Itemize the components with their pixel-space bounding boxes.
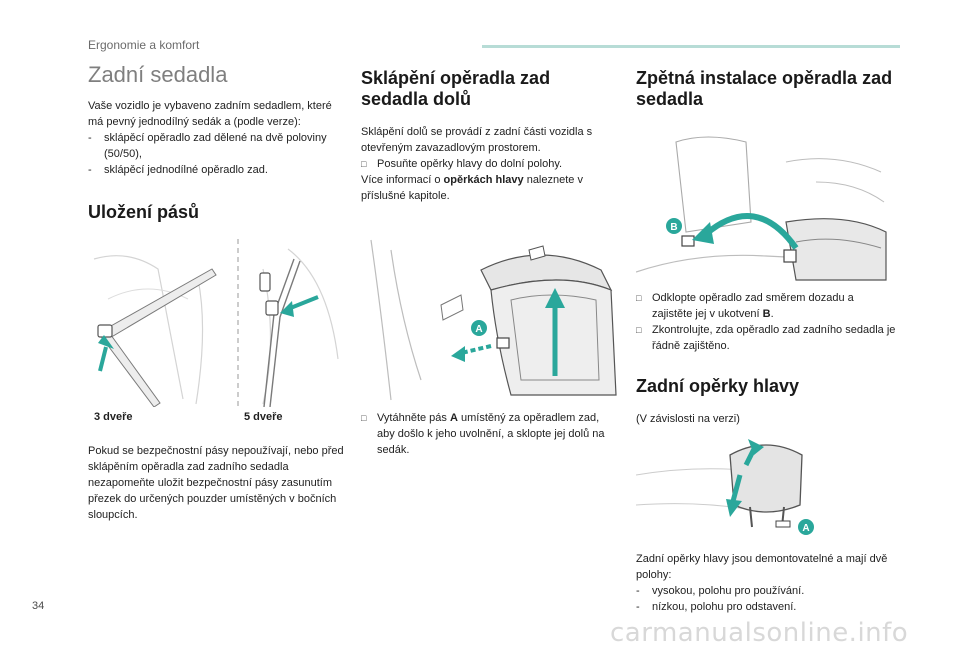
belts-title: Uložení pásů xyxy=(88,202,200,222)
headrests-list: vysokou, polohu pro používání. nízkou, p… xyxy=(636,583,896,615)
header-accent-line xyxy=(482,45,900,48)
list-item: sklápěcí jednodílné opěradlo zad. xyxy=(88,162,346,178)
label-5-doors: 5 dveře xyxy=(244,411,283,423)
callout-b: B xyxy=(670,222,677,233)
reinstall-title: Zpětná instalace opěradla zad sedadla xyxy=(636,68,893,109)
list-item: Vytáhněte pás A umístěný za opěradlem za… xyxy=(361,410,619,458)
reinstall-illustration: B xyxy=(636,122,890,282)
belts-text: Pokud se bezpečnostní pásy nepoužívají, … xyxy=(88,445,344,521)
rear-seats-intro: Vaše vozidlo je vybaveno zadním sedadlem… xyxy=(88,100,332,128)
column-reinstall: Zpětná instalace opěradla zad sedadla B … xyxy=(636,62,896,615)
list-item: Zkontrolujte, zda opěradlo zad zadního s… xyxy=(636,322,896,354)
headrests-title: Zadní opěrky hlavy xyxy=(636,376,800,396)
list-item: Posuňte opěrky hlavy do dolní polohy. xyxy=(361,156,619,172)
label-3-doors: 3 dveře xyxy=(94,411,133,423)
fold-down-more-info: Více informací o opěrkách hlavy naleznet… xyxy=(361,174,583,202)
callout-a-headrest: A xyxy=(802,523,809,534)
headrest-illustration: A xyxy=(636,435,890,539)
column-fold-down: Sklápění opěradla zad sedadla dolů Skláp… xyxy=(361,62,619,458)
headrests-note: (V závislosti na verzi) xyxy=(636,413,740,425)
rear-seats-list: sklápěcí opěradlo zad dělené na dvě polo… xyxy=(88,130,346,178)
list-item: Odklopte opěradlo zad směrem dozadu a za… xyxy=(636,290,896,322)
callout-a-fold: A xyxy=(475,324,482,335)
fold-down-intro: Sklápění dolů se provádí z zadní části v… xyxy=(361,126,593,154)
rear-seats-title: Zadní sedadla xyxy=(88,62,228,87)
page-number: 34 xyxy=(32,600,45,612)
fold-down-steps: Posuňte opěrky hlavy do dolní polohy. xyxy=(361,156,619,172)
section-header: Ergonomie a komfort xyxy=(88,38,200,52)
list-item: vysokou, polohu pro používání. xyxy=(636,583,896,599)
belts-labels: 3 dveře 5 dveře xyxy=(88,411,346,427)
more-info-link: opěrkách hlavy xyxy=(443,174,524,186)
belts-illustration xyxy=(88,239,346,407)
fold-down-instructions: Vytáhněte pás A umístěný za opěradlem za… xyxy=(361,410,619,458)
column-rear-seats: Zadní sedadla Vaše vozidlo je vybaveno z… xyxy=(88,62,346,523)
watermark: carmanualsonline.info xyxy=(610,618,909,648)
fold-down-title: Sklápění opěradla zad sedadla dolů xyxy=(361,68,551,109)
list-item: sklápěcí opěradlo zad dělené na dvě polo… xyxy=(88,130,346,162)
list-item: nízkou, polohu pro odstavení. xyxy=(636,599,896,615)
fold-down-illustration: A xyxy=(361,230,619,402)
reinstall-steps: Odklopte opěradlo zad směrem dozadu a za… xyxy=(636,290,896,354)
headrests-text: Zadní opěrky hlavy jsou demontovatelné a… xyxy=(636,553,888,581)
